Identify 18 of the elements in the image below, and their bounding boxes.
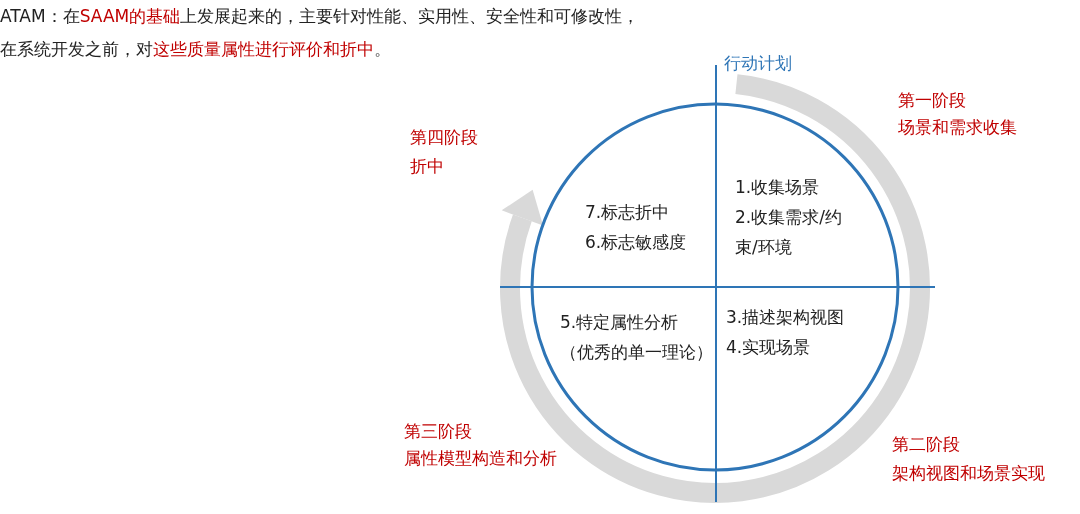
- phase-name: 折中: [410, 155, 444, 178]
- phase-title: 第三阶段: [404, 420, 472, 443]
- step-text: （优秀的单一理论）: [560, 341, 714, 364]
- step-text: 7.标志折中: [585, 201, 671, 224]
- step-text: 4.实现场景: [726, 336, 812, 359]
- phase-name: 场景和需求收集: [898, 116, 1017, 139]
- phase-name: 架构视图和场景实现: [892, 462, 1045, 485]
- step-text: 2.收集需求/约束/环境: [735, 206, 843, 259]
- phase-title: 第四阶段: [410, 126, 478, 149]
- axis-label: 行动计划: [724, 52, 792, 75]
- title: ATAM：在SAAM的基础上发展起来的，主要针对性能、实用性、安全性和可修改性，在系统开发之前，对这些质量属性进行评价和折中。: [0, 5, 640, 61]
- step-text: 5.特定属性分析: [560, 311, 680, 334]
- phase-title: 第一阶段: [898, 89, 966, 112]
- phase-title: 第二阶段: [892, 433, 960, 456]
- step-text: 1.收集场景: [735, 176, 821, 199]
- step-text: 3.描述架构视图: [726, 306, 846, 329]
- step-text: 6.标志敏感度: [585, 231, 688, 254]
- phase-name: 属性模型构造和分析: [404, 447, 557, 470]
